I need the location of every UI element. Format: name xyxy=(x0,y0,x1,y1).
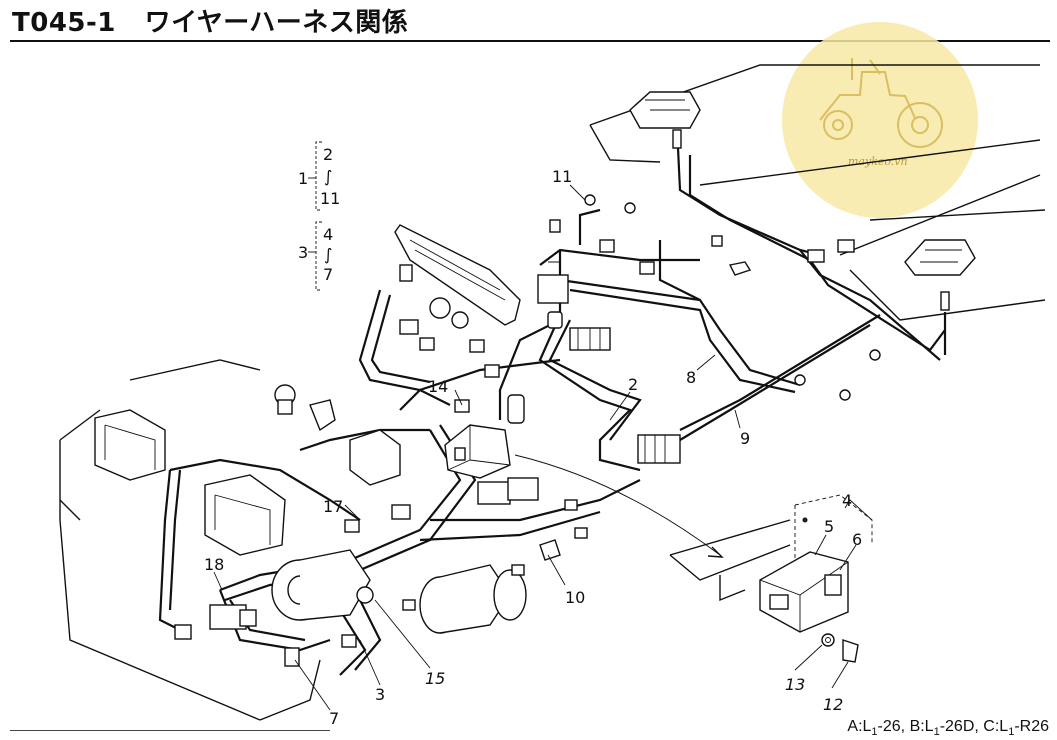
callout-18: 18 xyxy=(204,555,224,574)
callout-10: 10 xyxy=(565,588,585,607)
group-brackets xyxy=(308,141,322,291)
controller-box xyxy=(444,424,539,505)
variant-a-prefix: A:L xyxy=(847,718,872,735)
callout-11: 11 xyxy=(552,167,572,186)
callout-12: 12 xyxy=(823,695,843,714)
relay-unit xyxy=(537,261,569,329)
group-3-range-sep: ∫ xyxy=(324,245,332,264)
alternator-starter xyxy=(271,549,527,634)
connector-block-9 xyxy=(637,239,881,464)
variant-b-value: -26D, xyxy=(939,718,979,735)
chassis-outline xyxy=(59,359,321,721)
watermark-logo: maykeo.vn xyxy=(782,22,978,218)
main-harness-lines xyxy=(158,147,947,676)
group-1-number: 1 xyxy=(298,169,308,188)
instrument-panel xyxy=(394,224,521,378)
diagram-code: T045-1 xyxy=(12,8,116,38)
variant-b-prefix: B:L xyxy=(909,718,934,735)
connector-group-11 xyxy=(549,194,752,351)
callout-7: 7 xyxy=(329,709,339,728)
title-divider xyxy=(10,40,1050,42)
page-title: T045-1 ワイヤーハーネス関係 xyxy=(12,2,408,39)
group-3-number: 3 xyxy=(298,243,308,262)
variant-c-sub: 1 xyxy=(1008,726,1015,739)
callout-2: 2 xyxy=(628,375,638,394)
variant-b-sub: 1 xyxy=(933,726,940,739)
headlight-assembly xyxy=(94,409,286,556)
callout-13: 13 xyxy=(785,675,805,694)
model-variants: A:L1-26, B:L1-26D, C:L1-R26 xyxy=(847,718,1049,738)
callout-6: 6 xyxy=(852,530,862,549)
footer-divider xyxy=(10,730,330,731)
callout-3: 3 xyxy=(375,685,385,704)
variant-a-value: -26, xyxy=(877,718,906,735)
group-1-range-end: 11 xyxy=(320,189,340,208)
group-3-range-start: 4 xyxy=(323,225,333,244)
controller-mount-detail xyxy=(669,494,873,663)
callout-14: 14 xyxy=(428,377,448,396)
diagram-title: ワイヤーハーネス関係 xyxy=(144,8,409,38)
variant-a-sub: 1 xyxy=(871,726,878,739)
group-3-label: 3 4 ∫ 7 xyxy=(298,225,333,284)
variant-c-value: -R26 xyxy=(1014,718,1049,735)
group-1-range-start: 2 xyxy=(323,145,333,164)
misc-switches xyxy=(174,384,588,667)
group-3-range-end: 7 xyxy=(323,265,333,284)
right-fender-panel xyxy=(589,64,1046,321)
callout-4: 4 xyxy=(842,491,852,510)
callout-9: 9 xyxy=(740,429,750,448)
variant-c-prefix: C:L xyxy=(983,718,1009,735)
sensor-switch xyxy=(454,394,525,424)
callout-17: 17 xyxy=(323,497,343,516)
callout-numbers: 11 14 2 8 9 17 18 10 15 3 7 13 12 4 5 6 xyxy=(204,167,862,728)
callout-5: 5 xyxy=(824,517,834,536)
group-1-label: 1 2 ∫ 11 xyxy=(298,145,340,208)
detail-arrow xyxy=(514,454,724,558)
callout-leaders xyxy=(213,184,873,711)
callout-15: 15 xyxy=(425,669,445,688)
group-1-range-sep: ∫ xyxy=(324,167,332,186)
callout-8: 8 xyxy=(686,368,696,387)
